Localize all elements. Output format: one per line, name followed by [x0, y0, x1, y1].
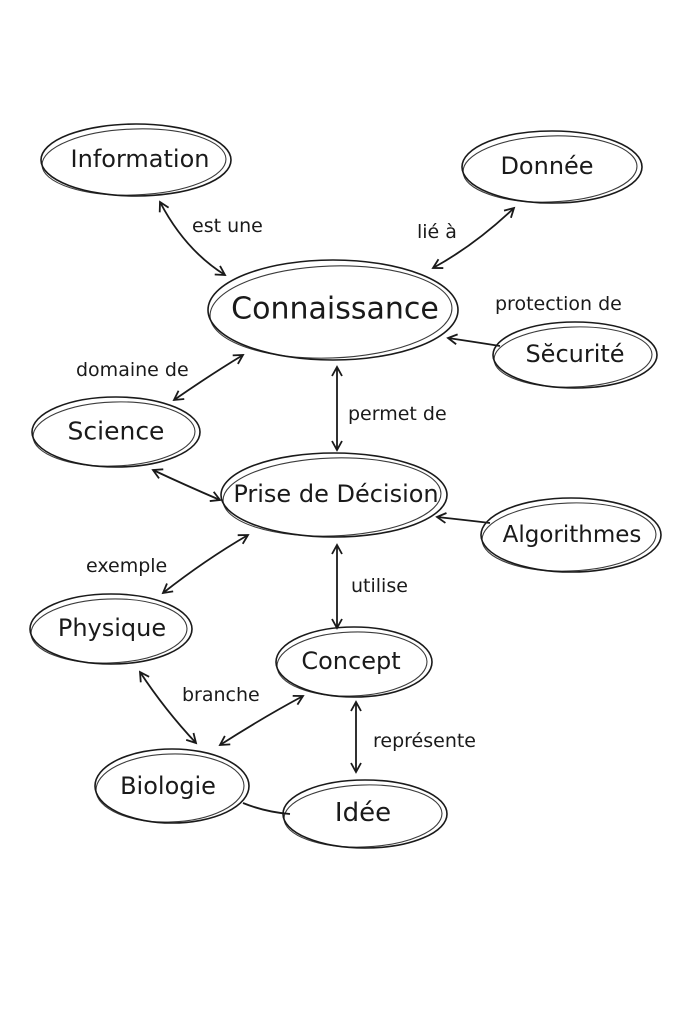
edge-physique-prise: [161, 534, 250, 595]
node-science-label: Science: [68, 417, 165, 446]
edge-label-domaine-de: domaine de: [76, 359, 189, 381]
node-science[interactable]: Science: [31, 396, 201, 469]
edge-donnee-connaissance: [431, 206, 516, 269]
node-connaissance[interactable]: Connaissance: [207, 259, 459, 362]
node-idee-label: Idée: [335, 798, 391, 828]
node-information-label: Information: [71, 145, 210, 173]
edge-label-represente: représente: [373, 730, 476, 752]
edge-algorithmes-prise: [435, 512, 491, 524]
node-concept[interactable]: Concept: [275, 626, 433, 699]
edge-information-connaissance: [158, 200, 227, 276]
edge-label-branche: branche: [182, 684, 260, 706]
edge-biologie-idee: [242, 802, 291, 815]
edge-label-lie-a: lié à: [417, 221, 457, 243]
node-algorithmes-label: Algorithmes: [503, 522, 642, 548]
edges: [138, 200, 516, 815]
node-donnee[interactable]: Donnée: [461, 130, 643, 205]
node-physique[interactable]: Physique: [29, 593, 193, 666]
node-biologie[interactable]: Biologie: [94, 748, 250, 825]
node-concept-label: Concept: [301, 647, 400, 675]
node-prise-de-decision[interactable]: Prise de Décision: [220, 452, 448, 540]
node-information[interactable]: Information: [40, 123, 232, 198]
edge-securite-connaissance: [446, 333, 501, 347]
edge-label-utilise: utilise: [351, 575, 408, 597]
node-physique-label: Physique: [58, 614, 166, 642]
node-connaissance-label: Connaissance: [231, 292, 439, 327]
edge-label-exemple: exemple: [86, 555, 167, 577]
node-securite-label: Sĕcurité: [525, 340, 624, 368]
edge-label-permet-de: permet de: [348, 403, 447, 425]
node-donnee-label: Donnée: [500, 152, 593, 180]
edge-concept-biologie: [218, 694, 305, 747]
node-securite[interactable]: Sĕcurité: [492, 321, 658, 390]
node-idee[interactable]: Idée: [282, 779, 448, 850]
node-biologie-label: Biologie: [120, 772, 216, 800]
edge-science-connaissance: [172, 354, 245, 402]
edge-label-est-une: est une: [192, 215, 263, 237]
node-prise-de-decision-label: Prise de Décision: [233, 480, 438, 508]
edge-science-prise: [151, 468, 222, 502]
edge-label-protection-de: protection de: [495, 293, 622, 315]
edge-physique-biologie: [138, 670, 198, 745]
node-algorithmes[interactable]: Algorithmes: [480, 497, 662, 574]
